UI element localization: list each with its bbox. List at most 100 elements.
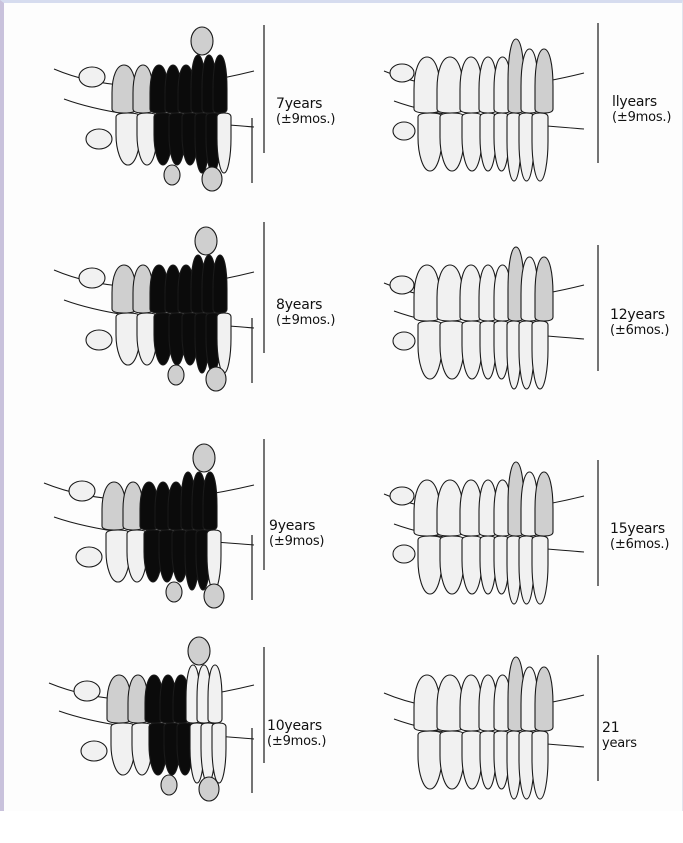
age-label-15-years: 15years (±6mos.) [610,522,669,552]
dentition-chart: 7years (±9mos.) llyears (±9mos.) 8years … [0,0,683,811]
lower-tooth [440,536,464,594]
molar-bud [79,268,105,288]
age-label-12-years: 12years (±6mos.) [610,308,669,338]
third-molar-bud [393,122,415,140]
age-label-11-years: llyears (±9mos.) [612,95,671,125]
molar-bud [76,547,102,567]
age-text: 10years [267,719,326,734]
third-molar-bud [393,545,415,563]
lower-tooth [217,313,231,373]
lower-tooth [212,723,226,783]
developing-premolar-crown [202,167,222,191]
molar-bud [69,481,95,501]
upper-tooth [437,480,463,536]
age-label-21-years: 21 years [602,721,637,751]
upper-tooth [112,65,136,113]
lower-tooth [111,723,135,775]
molar-bud [79,67,105,87]
age-label-10-years: 10years (±9mos.) [267,719,326,749]
dentition-drawing-7-years [44,21,274,201]
lower-tooth [418,536,442,594]
age-range-text: years [602,736,637,751]
molar-bud [81,741,107,761]
age-range-text: (±6mos.) [610,537,669,552]
lower-tooth [462,536,482,594]
age-text: llyears [612,95,671,110]
lower-tooth [440,731,464,789]
age-label-8-years: 8years (±9mos.) [276,298,335,328]
molar-bud [86,330,112,350]
developing-premolar-crown [204,584,224,608]
developing-canine-crown [188,637,210,665]
developing-canine-crown [195,227,217,255]
dentition-drawing-9-years [34,435,274,615]
dentition-drawing-10-years [39,643,274,818]
upper-tooth [535,667,553,731]
panel-8-years: 8years (±9mos.) [44,218,374,408]
age-range-text: (±9mos.) [612,110,671,125]
dentition-drawing-8-years [44,218,274,398]
panel-7-years: 7years (±9mos.) [44,21,374,211]
resorbing-tooth [213,55,227,113]
age-range-text: (±9mos) [269,534,324,549]
age-range-text: (±6mos.) [610,323,669,338]
lower-tooth [462,731,482,789]
third-molar-bud [390,276,414,294]
lower-tooth [418,731,442,789]
upper-tooth [535,472,553,536]
lower-tooth [462,321,482,379]
lower-tooth [116,113,140,165]
panel-10-years: 10years (±9mos.) [39,643,369,833]
lower-tooth [418,113,442,171]
dentition-drawing-12-years [374,243,604,423]
upper-tooth [535,49,553,113]
upper-tooth [107,675,131,723]
age-label-7-years: 7years (±9mos.) [276,97,335,127]
developing-canine-crown [193,444,215,472]
upper-tooth [414,57,440,113]
upper-tooth [414,675,440,731]
upper-tooth [437,265,463,321]
upper-tooth [208,665,222,723]
panel-9-years: 9years (±9mos) [34,435,364,625]
molar-bud [74,681,100,701]
panel-12-years: 12years (±6mos.) [374,243,683,433]
resorbing-tooth [213,255,227,313]
age-range-text: (±9mos.) [276,112,335,127]
age-text: 8years [276,298,335,313]
lower-tooth [532,536,548,604]
age-range-text: (±9mos.) [276,313,335,328]
panel-21-years: 21 years [374,653,683,843]
developing-premolar-crown [199,777,219,801]
third-molar-bud [390,487,414,505]
molar-bud [86,129,112,149]
upper-tooth [535,257,553,321]
third-molar-bud [390,64,414,82]
lower-tooth [462,113,482,171]
panel-15-years: 15years (±6mos.) [374,458,683,648]
developing-premolar-crown [161,775,177,795]
developing-premolar-crown [206,367,226,391]
upper-tooth [112,265,136,313]
lower-tooth [532,731,548,799]
upper-tooth [102,482,126,530]
lower-tooth [106,530,130,582]
developing-premolar-crown [166,582,182,602]
resorbing-tooth [203,472,217,530]
panel-11-years: llyears (±9mos.) [374,21,683,211]
dentition-drawing-15-years [374,458,604,638]
lower-tooth [217,113,231,173]
lower-tooth [418,321,442,379]
upper-tooth [414,265,440,321]
upper-tooth [437,675,463,731]
developing-premolar-crown [168,365,184,385]
age-range-text: (±9mos.) [267,734,326,749]
lower-tooth [440,113,464,171]
lower-tooth [116,313,140,365]
age-text: 7years [276,97,335,112]
age-text: 12years [610,308,669,323]
lower-tooth [532,113,548,181]
upper-tooth [414,480,440,536]
age-label-9-years: 9years (±9mos) [269,519,324,549]
dentition-drawing-11-years [374,21,604,201]
